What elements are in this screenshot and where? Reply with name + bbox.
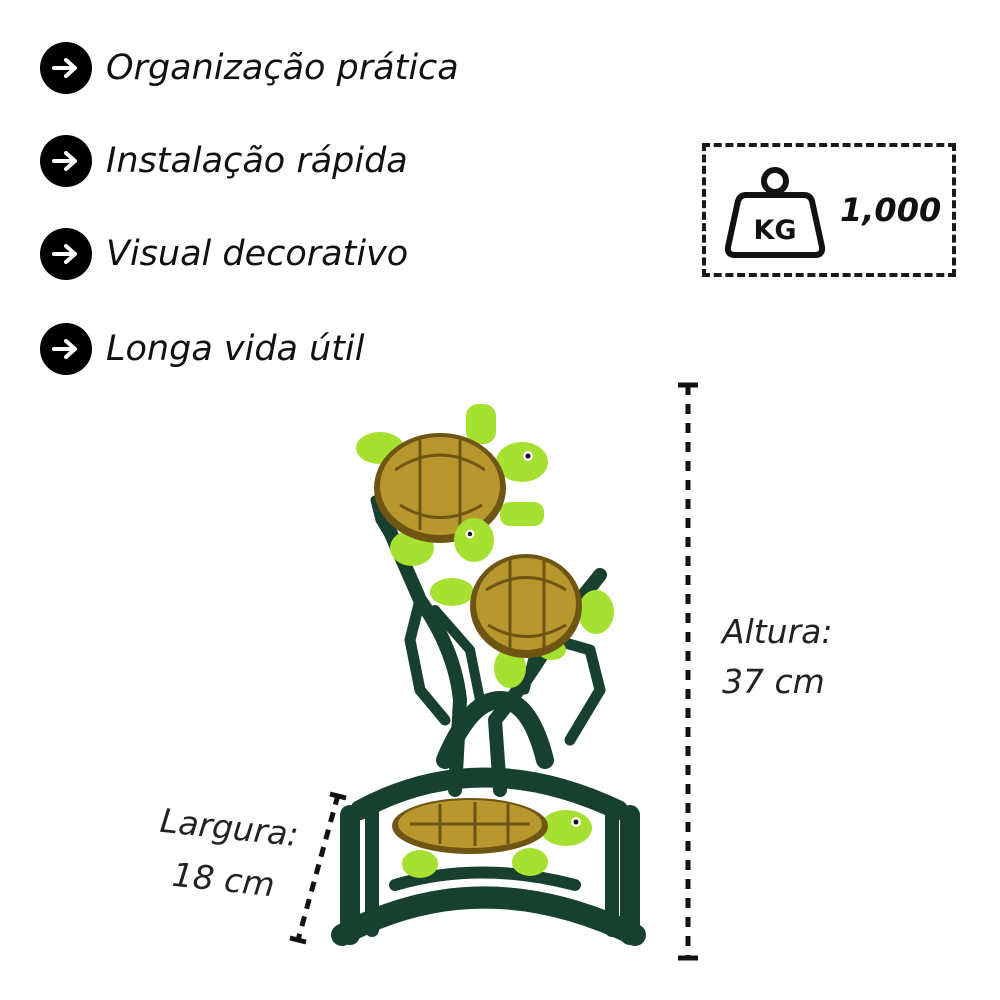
width-dimension-line (289, 791, 347, 945)
weight-value: 1,000 (840, 191, 942, 229)
height-label: Altura: (722, 612, 833, 651)
arrow-right-icon (40, 228, 92, 280)
turtle-bottom (392, 798, 592, 878)
height-value: 37 cm (722, 662, 825, 701)
feature-label: Instalação rápida (106, 141, 408, 181)
turtle-top (356, 404, 548, 566)
weight-box: KG 1,000 (702, 143, 956, 277)
feature-label: Organização prática (106, 48, 459, 88)
feature-item-4: Longa vida útil (40, 321, 364, 377)
feature-item-2: Instalação rápida (40, 133, 408, 189)
weight-kg-icon: KG (724, 167, 826, 258)
feature-item-3: Visual decorativo (40, 226, 408, 282)
arrow-right-icon (40, 135, 92, 187)
arrow-right-icon (40, 323, 92, 375)
feature-label: Visual decorativo (106, 234, 409, 274)
feature-label: Longa vida útil (106, 329, 365, 369)
feature-item-1: Organização prática (40, 40, 459, 96)
arrow-right-icon (40, 42, 92, 94)
height-dimension-line (678, 382, 698, 961)
weight-unit-label: KG (753, 215, 796, 246)
turtle-middle (430, 518, 614, 688)
metal-frame (331, 495, 646, 946)
